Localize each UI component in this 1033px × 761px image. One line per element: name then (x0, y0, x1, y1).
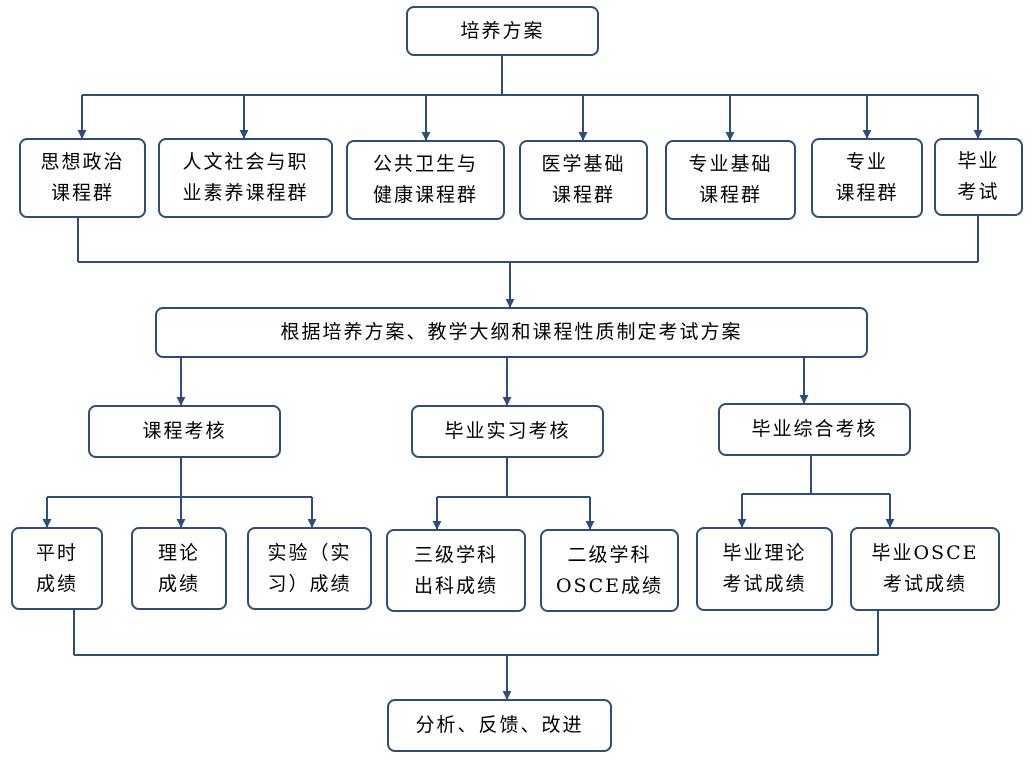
box-label: 毕业 (957, 150, 1000, 172)
box-label: 分析、反馈、改进 (415, 714, 584, 736)
box-label: 培养方案 (460, 19, 545, 42)
box-label: 课程考核 (142, 420, 227, 442)
box-label: 毕业OSCE (871, 542, 979, 564)
box-label: 医学基础 (541, 153, 626, 175)
box-label: 根据培养方案、教学大纲和课程性质制定考试方案 (280, 321, 743, 343)
box-label: 课程群 (50, 182, 114, 204)
box-label: 考试成绩 (722, 573, 807, 595)
box-label: 专业 (845, 151, 888, 173)
box-label: 二级学科 (567, 543, 652, 566)
box-label: 习）成绩 (267, 572, 352, 595)
box-label: 实验（实 (267, 541, 352, 564)
course-group-box-graduation-exam: 毕业 考试 (934, 138, 1023, 216)
score-box-daily: 平时 成绩 (11, 527, 103, 610)
course-group-box-public-health: 公共卫生与 健康课程群 (346, 140, 505, 220)
box-label: 业素养课程群 (182, 182, 309, 204)
box-label: 毕业实习考核 (444, 420, 571, 442)
box-label: 专业基础 (688, 153, 773, 175)
box-label: 考试 (957, 181, 1000, 203)
course-group-box-ideology: 思想政治 课程群 (19, 138, 146, 218)
score-box-graduation-theory: 毕业理论 考试成绩 (696, 527, 833, 611)
box-label: 平时 (35, 541, 78, 564)
box-label: 思想政治 (40, 151, 125, 173)
box-label: 考试成绩 (882, 573, 967, 595)
score-box-graduation-osce: 毕业OSCE 考试成绩 (850, 527, 1000, 611)
course-group-box-professional: 专业 课程群 (811, 138, 923, 218)
box-label: 健康课程群 (372, 184, 478, 206)
box-label: 课程群 (835, 182, 899, 204)
box-label: 出科成绩 (413, 574, 498, 597)
box-label: 毕业综合考核 (751, 418, 878, 440)
course-group-box-humanities: 人文社会与职 业素养课程群 (158, 138, 333, 218)
internship-assessment-box: 毕业实习考核 (411, 405, 604, 458)
exam-plan-box: 根据培养方案、教学大纲和课程性质制定考试方案 (155, 307, 868, 358)
box-label: 公共卫生与 (372, 153, 478, 175)
box-label: 毕业理论 (722, 542, 807, 564)
score-box-lab: 实验（实 习）成绩 (247, 527, 372, 610)
box-label: 课程群 (551, 184, 615, 206)
course-assessment-box: 课程考核 (88, 405, 281, 458)
box-label: 理论 (157, 541, 200, 564)
score-box-tertiary-rotation: 三级学科 出科成绩 (386, 529, 526, 612)
box-label: 成绩 (157, 572, 200, 595)
box-label: 人文社会与职 (182, 151, 309, 173)
score-box-theory: 理论 成绩 (131, 527, 227, 610)
training-plan-box: 培养方案 (406, 6, 599, 56)
course-group-box-medical-basics: 医学基础 课程群 (519, 140, 648, 220)
course-group-box-professional-basics: 专业基础 课程群 (665, 140, 796, 220)
feedback-box: 分析、反馈、改进 (387, 699, 612, 752)
score-box-secondary-osce: 二级学科 OSCE成绩 (540, 529, 679, 612)
box-label: 成绩 (35, 572, 78, 595)
box-label: 课程群 (698, 184, 762, 206)
comprehensive-assessment-box: 毕业综合考核 (718, 403, 911, 456)
box-label: OSCE成绩 (555, 574, 663, 597)
box-label: 三级学科 (413, 543, 498, 566)
